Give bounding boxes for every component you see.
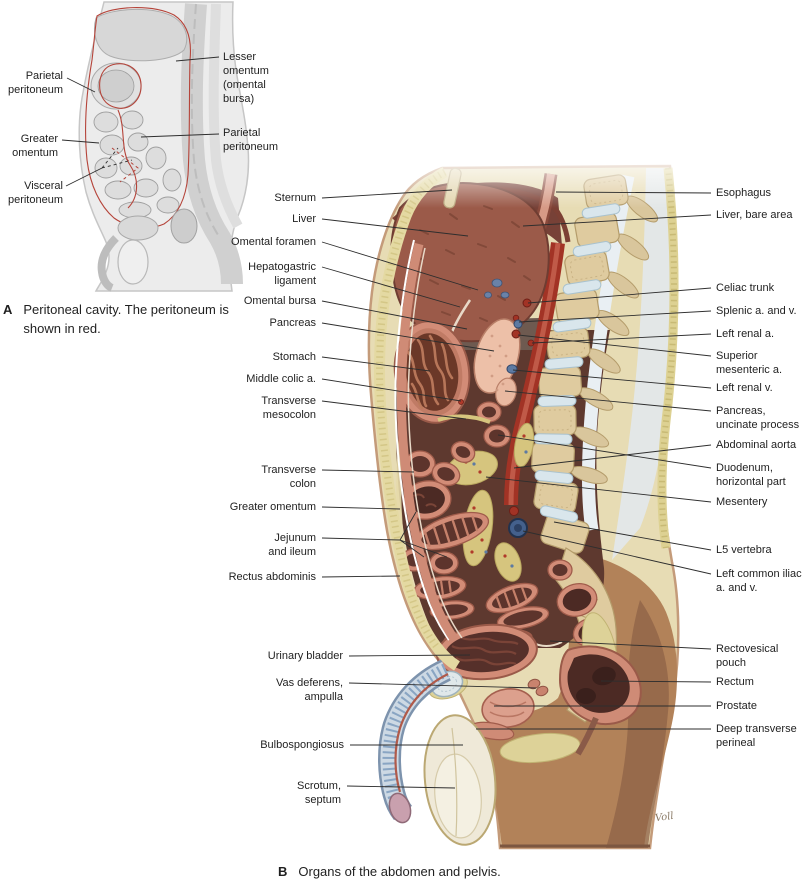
- label-rectovesical-pouch: Rectovesical pouch: [716, 643, 779, 669]
- label-liver-bare-area: Liver, bare area: [716, 209, 793, 221]
- prostate-shape: [481, 688, 535, 728]
- figure-b-caption-text: Organs of the abdomen and pelvis.: [298, 864, 501, 879]
- label-stomach: Stomach: [272, 351, 316, 363]
- label-omental-foramen: Omental foramen: [231, 236, 316, 248]
- label-visceral-peritoneum: Visceral peritoneum: [7, 180, 63, 206]
- figure-b-caption: B Organs of the abdomen and pelvis.: [278, 862, 501, 880]
- penis-shape: [378, 659, 452, 824]
- label-superior-mesenteric-a: Superior mesenteric a.: [716, 350, 783, 376]
- label-transverse-mesocolon: Transverse mesocolon: [261, 395, 316, 421]
- bladder-shape: [436, 623, 538, 681]
- figure-a-caption-text: Peritoneal cavity. The peritoneum is sho…: [23, 302, 229, 336]
- label-abdominal-aorta: Abdominal aorta: [716, 439, 797, 451]
- label-sternum: Sternum: [274, 192, 316, 204]
- figure-b-illustration: [355, 150, 715, 850]
- label-duodenum-horizontal-part: Duodenum, horizontal part: [716, 462, 786, 488]
- label-parietal-peritoneum-right: Parietal peritoneum: [223, 127, 279, 153]
- label-prostate: Prostate: [716, 700, 757, 712]
- label-left-renal-a: Left renal a.: [716, 328, 775, 340]
- label-pancreas-uncinate-process: Pancreas, uncinate process: [716, 405, 800, 431]
- duodenum-shape: [476, 401, 511, 448]
- label-transverse-colon: Transverse colon: [261, 464, 316, 490]
- label-parietal-peritoneum-left: Parietal peritoneum: [7, 70, 63, 96]
- figure-b-caption-letter: B: [278, 864, 288, 879]
- leader-lines: [61, 56, 712, 789]
- label-vas-deferens-ampulla: Vas deferens, ampulla: [275, 677, 343, 703]
- label-mesentery: Mesentery: [716, 496, 768, 508]
- pancreas-shape: [473, 318, 521, 407]
- label-omental-bursa: Omental bursa: [243, 295, 316, 307]
- vas-deferens-shape: [527, 678, 549, 697]
- transverse-mesocolon-shape: [437, 414, 491, 424]
- figure-a-caption-letter: A: [3, 302, 13, 317]
- label-esophagus: Esophagus: [716, 187, 772, 199]
- label-bulbospongiosus: Bulbospongiosus: [260, 739, 344, 751]
- figure-a-illustration: [78, 1, 250, 292]
- label-urinary-bladder: Urinary bladder: [267, 650, 343, 662]
- label-liver: Liver: [292, 213, 316, 225]
- label-rectus-abdominis: Rectus abdominis: [228, 571, 316, 583]
- middle-colic-artery-shape: [458, 399, 464, 405]
- label-lesser-omentum: Lesser omentum (omental bursa): [223, 51, 269, 105]
- abdominal-wall: [374, 167, 463, 671]
- label-pancreas: Pancreas: [269, 317, 316, 329]
- rectum-shape: [558, 645, 642, 756]
- label-celiac-trunk: Celiac trunk: [716, 282, 775, 294]
- label-hepatogastric-ligament: Hepatogastric ligament: [248, 261, 316, 287]
- label-greater-omentum-b: Greater omentum: [229, 501, 316, 513]
- label-l5-vertebra: L5 vertebra: [716, 544, 772, 556]
- label-left-renal-v: Left renal v.: [716, 382, 773, 394]
- label-rectum: Rectum: [716, 676, 754, 688]
- label-left-common-iliac-a-and-v: Left common iliac a. and v.: [716, 568, 802, 594]
- splanchnic-vessels: [506, 298, 535, 374]
- scrotum-shape: [423, 714, 497, 846]
- figure-a-caption: A Peritoneal cavity. The peritoneum is s…: [3, 300, 229, 338]
- label-deep-transverse-perineal: Deep transverse perineal: [716, 723, 797, 749]
- label-jejunum-and-ileum: Jejunum and ileum: [268, 532, 316, 558]
- label-splenic-a-and-v: Splenic a. and v.: [716, 305, 797, 317]
- peritoneum-red-contour: [85, 7, 192, 229]
- label-greater-omentum-a: Greater omentum: [12, 133, 58, 159]
- iliac-vessels: [508, 506, 528, 538]
- label-scrotum-septum: Scrotum, septum: [296, 780, 341, 806]
- label-middle-colic-a: Middle colic a.: [246, 373, 316, 385]
